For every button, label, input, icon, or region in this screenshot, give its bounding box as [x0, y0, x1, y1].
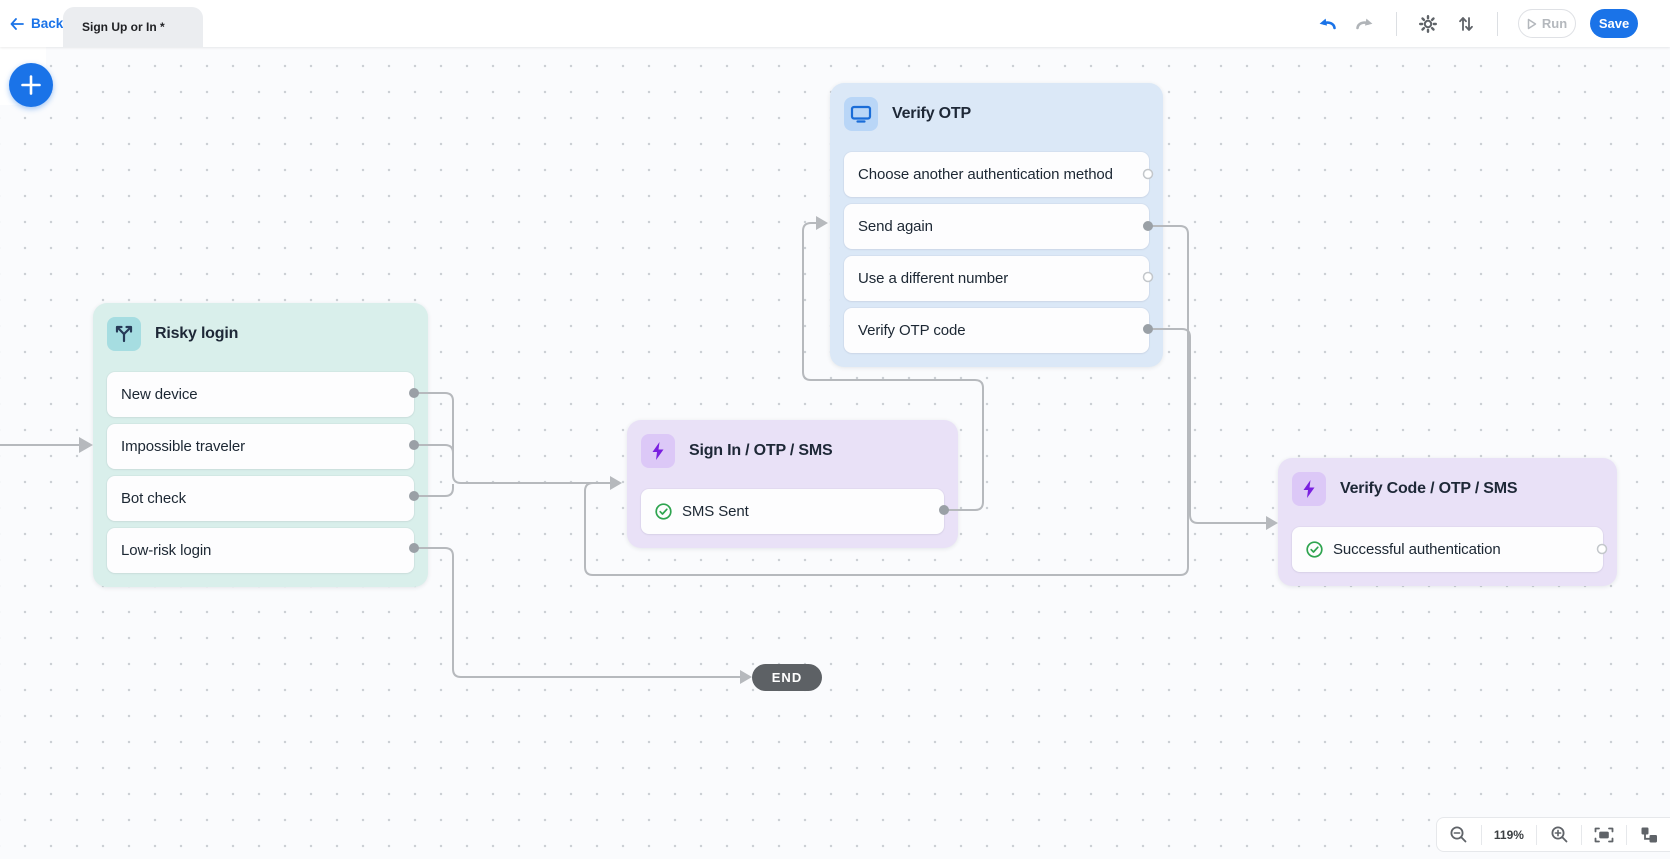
node-row[interactable]: New device: [107, 372, 414, 417]
plus-icon: [21, 75, 41, 95]
row-label: Use a different number: [858, 270, 1009, 287]
play-icon: [1527, 18, 1537, 29]
undo-icon[interactable]: [1316, 14, 1338, 34]
row-label: Choose another authentication method: [858, 166, 1113, 183]
check-circle-icon: [655, 503, 672, 520]
screen-icon: [844, 97, 878, 131]
connector-dot-sms-sent[interactable]: [939, 505, 949, 515]
row-label: Successful authentication: [1333, 541, 1501, 558]
row-label: New device: [121, 386, 198, 403]
end-label: END: [771, 670, 803, 685]
connector-dot-verify-otp-code[interactable]: [1143, 324, 1153, 334]
connector-dot-successful-auth[interactable]: [1596, 543, 1608, 555]
node-row[interactable]: SMS Sent: [641, 489, 944, 534]
back-button[interactable]: Back: [10, 0, 63, 47]
connector-dot-impossible-traveler[interactable]: [409, 440, 419, 450]
branch-icon: [107, 317, 141, 351]
edge-votp-arrowhead: [816, 216, 828, 230]
edge-entry-arrowhead: [79, 437, 93, 453]
fit-screen-icon[interactable]: [1594, 827, 1614, 843]
connector-dot-low-risk[interactable]: [409, 543, 419, 553]
connector-dot-bot-check[interactable]: [409, 491, 419, 501]
node-row[interactable]: Verify OTP code: [844, 308, 1149, 353]
back-label: Back: [31, 16, 64, 31]
edge-new-device: [414, 392, 610, 484]
tab-flow[interactable]: Sign Up or In *: [63, 7, 203, 47]
topbar-actions: Run Save: [1316, 0, 1638, 47]
save-label: Save: [1598, 16, 1630, 31]
connector-dot-choose-another[interactable]: [1142, 168, 1154, 180]
check-circle-icon: [1306, 541, 1323, 558]
zoombar-separator: [1580, 824, 1582, 845]
zoombar-separator: [1480, 824, 1482, 845]
row-label: Verify OTP code: [858, 322, 966, 339]
node-row[interactable]: Low-risk login: [107, 528, 414, 573]
node-risky-login[interactable]: Risky login New device Impossible travel…: [93, 303, 428, 587]
add-node-button[interactable]: [9, 63, 53, 107]
connector-dot-send-again[interactable]: [1143, 221, 1153, 231]
node-header[interactable]: Verify Code / OTP / SMS: [1292, 472, 1603, 506]
tab-label: Sign Up or In *: [82, 20, 165, 34]
row-label: Send again: [858, 218, 933, 235]
back-arrow-icon: [10, 17, 24, 30]
bolt-icon: [641, 434, 675, 468]
node-verify-otp[interactable]: Verify OTP Choose another authentication…: [830, 83, 1163, 367]
top-bar: Back Sign Up or In *: [0, 0, 1670, 47]
edge-low-risk: [414, 547, 740, 678]
node-verify-code-otp-sms[interactable]: Verify Code / OTP / SMS Successful authe…: [1278, 458, 1617, 586]
node-row[interactable]: Bot check: [107, 476, 414, 521]
node-header[interactable]: Sign In / OTP / SMS: [641, 434, 944, 468]
edge-end-arrowhead: [740, 670, 752, 684]
node-title: Risky login: [155, 325, 239, 342]
node-title: Verify Code / OTP / SMS: [1340, 480, 1518, 497]
zoom-in-icon[interactable]: [1550, 825, 1569, 844]
node-row[interactable]: Choose another authentication method: [844, 152, 1149, 197]
node-row[interactable]: Impossible traveler: [107, 424, 414, 469]
node-title: Sign In / OTP / SMS: [689, 442, 833, 459]
node-header[interactable]: Risky login: [107, 317, 414, 351]
redo-icon[interactable]: [1354, 14, 1376, 34]
connector-dot-use-different[interactable]: [1142, 271, 1154, 283]
row-label: Impossible traveler: [121, 438, 245, 455]
row-label: Bot check: [121, 490, 186, 507]
node-title: Verify OTP: [892, 105, 971, 122]
row-label: Low-risk login: [121, 542, 212, 559]
flow-canvas[interactable]: Risky login New device Impossible travel…: [0, 47, 1670, 859]
gear-icon[interactable]: [1417, 14, 1439, 34]
node-row[interactable]: Successful authentication: [1292, 527, 1603, 572]
run-button[interactable]: Run: [1518, 9, 1576, 38]
row-label: SMS Sent: [682, 503, 749, 520]
run-label: Run: [1541, 16, 1568, 31]
node-row[interactable]: Send again: [844, 204, 1149, 249]
zoombar-separator: [1626, 824, 1628, 845]
topbar-separator: [1396, 11, 1397, 36]
auto-layout-icon[interactable]: [1640, 826, 1658, 844]
zoom-toolbar: 119%: [1436, 817, 1670, 852]
zoombar-separator: [1536, 824, 1538, 845]
edge-vcode-arrowhead: [1266, 516, 1278, 530]
edge-signin-arrowhead: [610, 476, 622, 490]
topbar-separator: [1497, 11, 1498, 36]
bolt-icon: [1292, 472, 1326, 506]
save-button[interactable]: Save: [1590, 9, 1638, 38]
import-export-icon[interactable]: [1455, 14, 1477, 34]
zoom-out-icon[interactable]: [1449, 825, 1468, 844]
edge-verify-otp-code: [1148, 328, 1266, 524]
node-signin-otp-sms[interactable]: Sign In / OTP / SMS SMS Sent: [627, 420, 958, 548]
node-row[interactable]: Use a different number: [844, 256, 1149, 301]
node-header[interactable]: Verify OTP: [844, 97, 1149, 131]
connector-dot-new-device[interactable]: [409, 388, 419, 398]
node-end[interactable]: END: [752, 664, 822, 691]
zoom-level[interactable]: 119%: [1493, 827, 1524, 842]
